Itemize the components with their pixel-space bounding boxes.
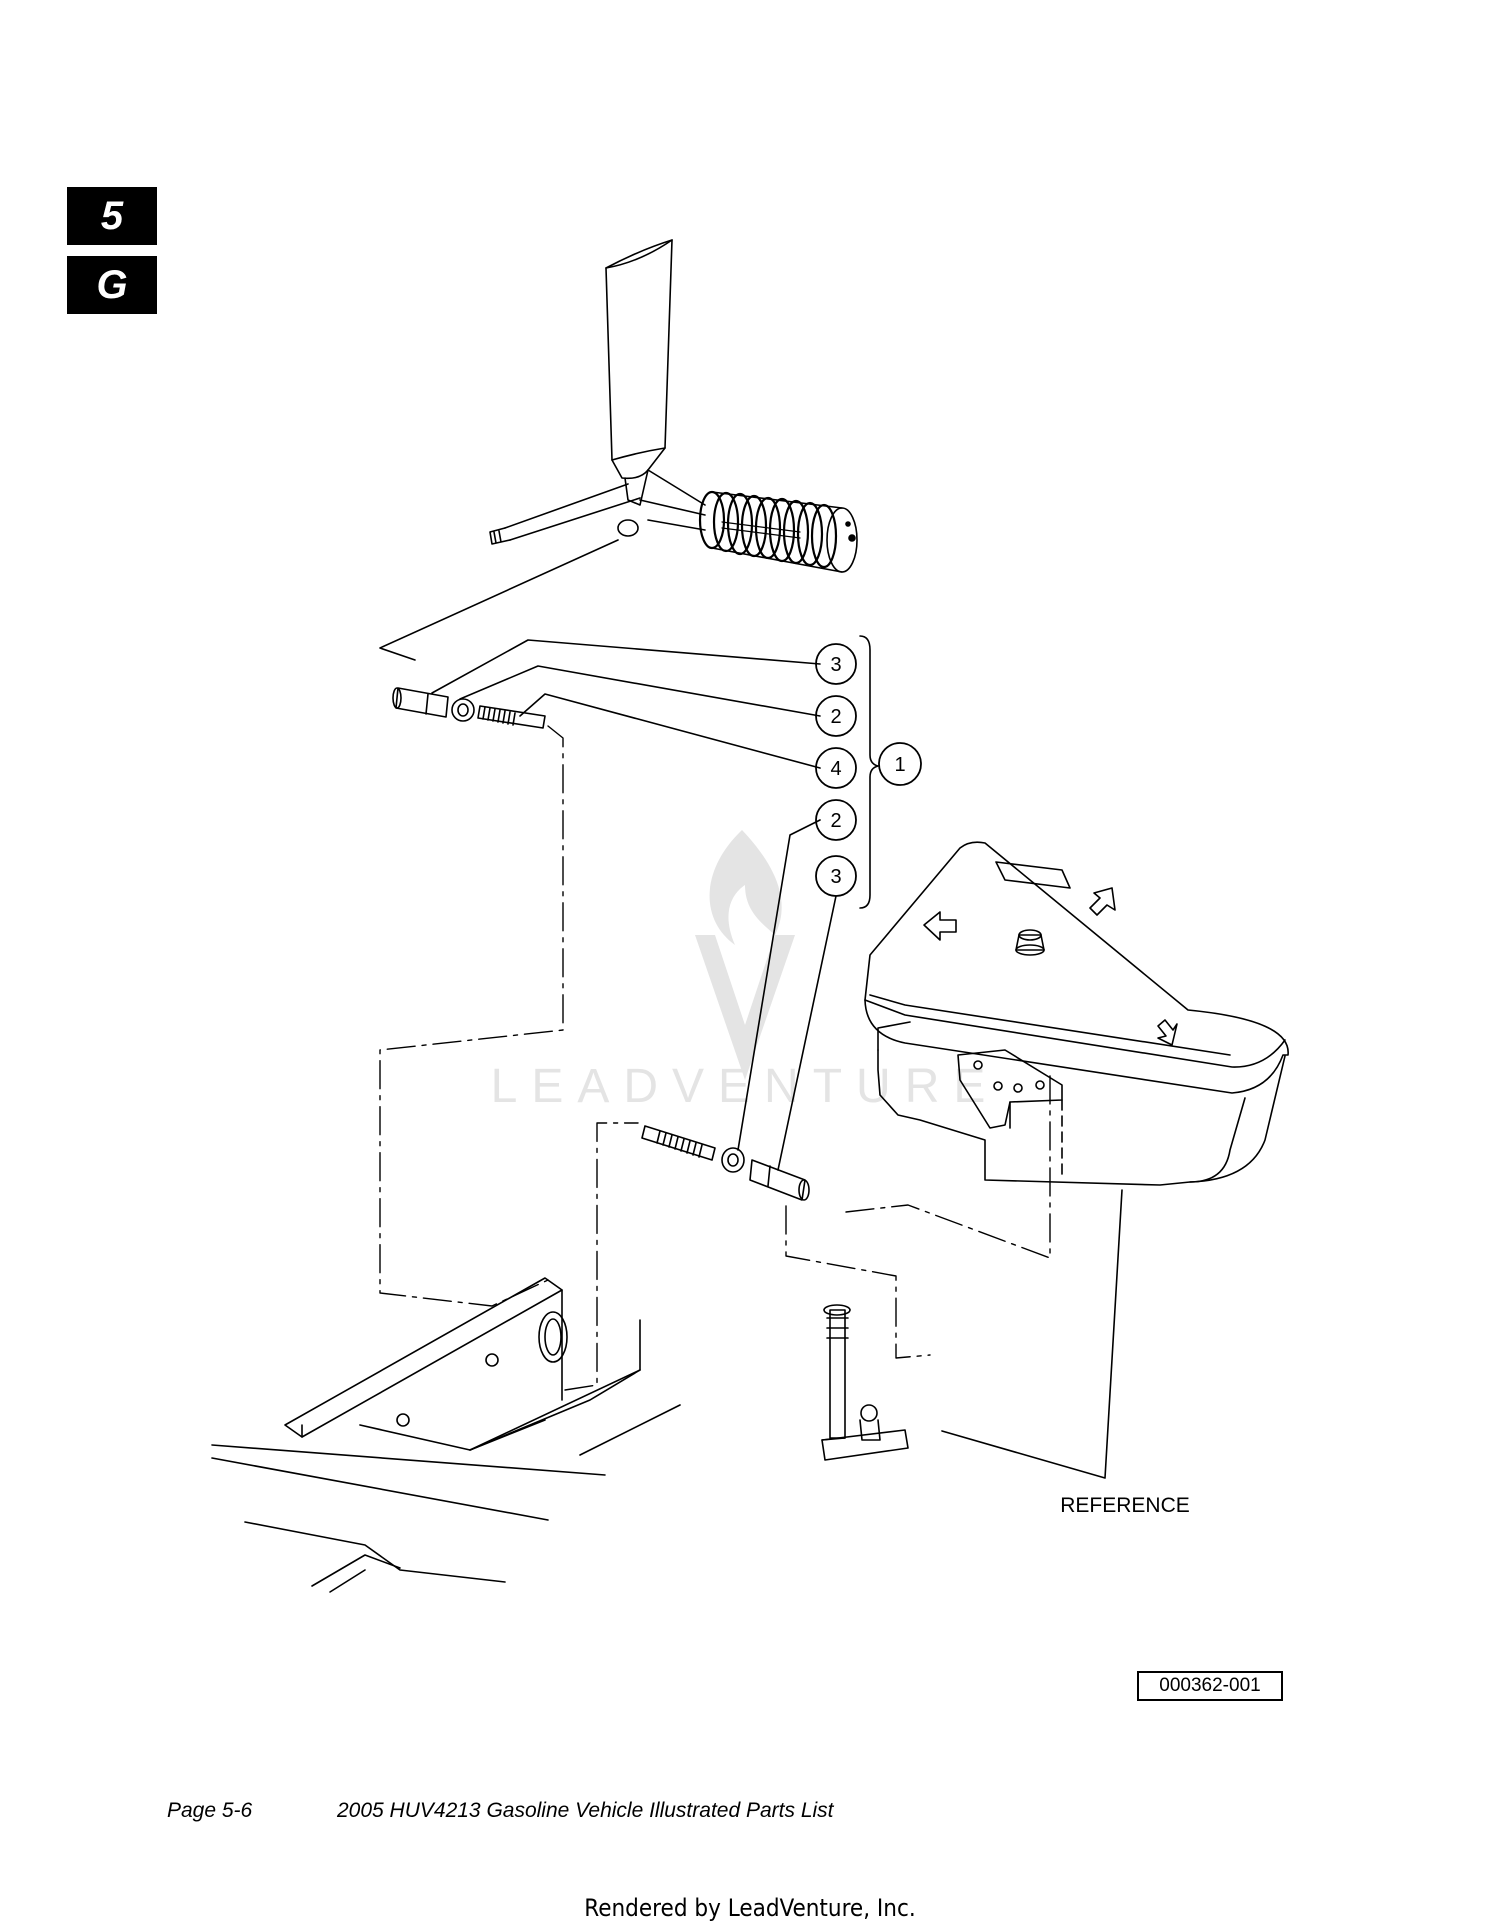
callout-3-lower <box>815 855 857 897</box>
housing-lid <box>864 841 1289 1094</box>
callout-4-number: 4 <box>830 758 841 780</box>
callout-4 <box>815 747 857 789</box>
callout-circles <box>815 643 922 897</box>
figure-number: 000362-001 <box>1137 1671 1283 1701</box>
rendered-by-credit: Rendered by LeadVenture, Inc. <box>584 1894 916 1922</box>
watermark: LEADVENTURE <box>491 830 1000 1113</box>
lower-parts-group <box>641 1125 810 1201</box>
pedal-shaft <box>504 483 641 541</box>
reference-label: REFERENCE <box>1060 1494 1190 1517</box>
pedal-pad <box>605 239 673 461</box>
callout-3-upper <box>815 643 857 685</box>
spring-arm <box>639 469 706 531</box>
callout-3-upper-number: 3 <box>830 654 841 676</box>
upper-sleeve <box>395 687 449 718</box>
frame-plate <box>211 1277 681 1593</box>
housing-label-plate <box>995 861 1071 889</box>
tank-housing <box>864 841 1289 1186</box>
arrow-up-icon <box>1089 887 1116 916</box>
callout-leaders <box>431 639 837 1171</box>
pivot-nut <box>617 519 639 537</box>
reference-leader <box>941 1189 1123 1479</box>
footer-document-title: 2005 HUV4213 Gasoline Vehicle Illustrate… <box>337 1799 834 1822</box>
arrow-left-icon <box>923 911 957 941</box>
accelerator-pedal-assembly <box>489 239 858 573</box>
section-tab: G <box>67 256 157 314</box>
mounting-hole <box>485 1353 499 1367</box>
arrow-down-right-icon <box>1157 1019 1178 1046</box>
lower-sleeve <box>749 1159 806 1201</box>
leader-pedal <box>379 539 619 661</box>
callout-3-lower-number: 3 <box>830 866 841 888</box>
callout-2-lower <box>815 799 857 841</box>
watermark-text: LEADVENTURE <box>491 1060 1000 1113</box>
pivot-post <box>821 1304 909 1461</box>
centerlines <box>379 725 1051 1391</box>
shaft-threaded-end <box>489 527 511 545</box>
upper-bushing <box>451 698 475 722</box>
callout-2-upper-number: 2 <box>830 706 841 728</box>
chapter-tab: 5 <box>67 187 157 245</box>
upper-parts-group <box>392 687 546 729</box>
watermark-v-icon <box>695 935 795 1080</box>
watermark-flame-icon <box>709 830 782 945</box>
callout-1-number: 1 <box>894 754 905 776</box>
lower-threaded-rod <box>641 1125 716 1161</box>
lower-bushing <box>721 1147 745 1173</box>
footer-page-number: Page 5-6 <box>167 1799 253 1822</box>
callout-1 <box>878 742 922 786</box>
callout-bracket <box>859 635 879 909</box>
callout-2-lower-number: 2 <box>830 810 841 832</box>
callout-2-upper <box>815 695 857 737</box>
mounting-slot <box>538 1311 568 1363</box>
return-spring <box>698 490 838 569</box>
